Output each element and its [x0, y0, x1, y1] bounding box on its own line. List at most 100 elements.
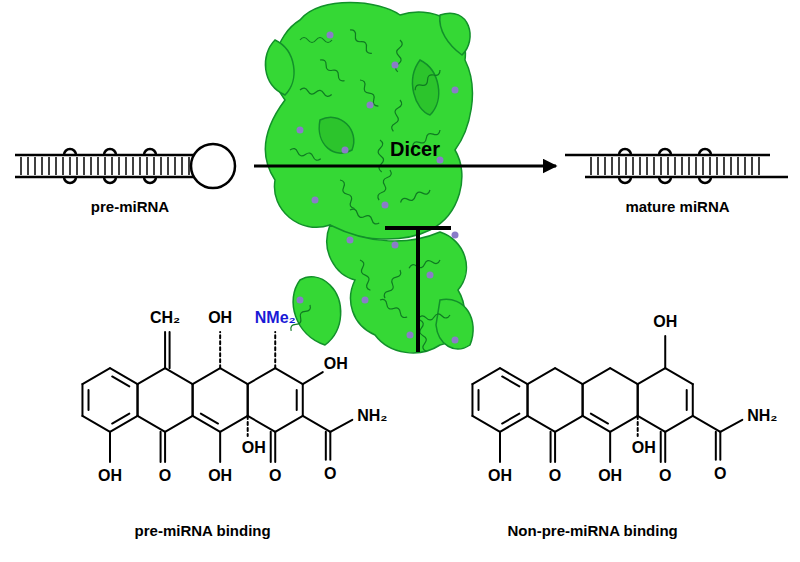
bond — [193, 416, 221, 432]
bond — [325, 432, 327, 460]
base-pair — [160, 157, 162, 175]
base-pair — [702, 157, 704, 175]
bond — [502, 376, 519, 386]
rna-node: pre-miRNA — [10, 135, 250, 215]
process-arrow — [254, 165, 556, 168]
path-stroke — [349, 208, 380, 226]
rna-node: mature miRNA — [560, 135, 795, 215]
bulge — [659, 177, 671, 183]
bond — [248, 416, 276, 432]
bond — [500, 368, 528, 384]
base-pair — [90, 157, 92, 175]
bond — [302, 384, 304, 416]
bond — [609, 432, 611, 462]
base-pair — [69, 157, 71, 175]
base-pair — [681, 157, 683, 175]
bond — [527, 384, 529, 416]
ion-dot — [342, 147, 349, 154]
bond — [220, 368, 248, 384]
dicer-protein — [265, 3, 473, 353]
bond — [110, 368, 138, 384]
bulge — [619, 177, 631, 183]
ion-dot — [382, 202, 389, 209]
base-pair — [590, 157, 592, 175]
bond — [164, 332, 166, 368]
bond — [528, 416, 556, 432]
bond — [638, 416, 666, 432]
bond — [665, 368, 693, 384]
atom-label: OH — [208, 310, 232, 326]
path-stroke — [414, 68, 442, 92]
base-pair — [188, 157, 190, 175]
bond — [160, 432, 162, 462]
shape — [385, 226, 451, 230]
shape — [319, 117, 354, 153]
ion-dot — [297, 297, 304, 304]
base-pair — [653, 157, 655, 175]
bond — [719, 432, 721, 460]
ion-dot — [367, 102, 374, 109]
rna-strand — [585, 176, 788, 179]
bond — [664, 336, 666, 368]
bond — [303, 372, 323, 384]
base-pair — [674, 157, 676, 175]
bulge — [64, 177, 76, 183]
base-pair — [751, 157, 753, 175]
bond — [219, 332, 221, 368]
base-pair — [62, 157, 64, 175]
bond — [582, 384, 584, 416]
ion-dot — [347, 237, 354, 244]
bond — [582, 384, 584, 416]
bulge — [144, 149, 156, 155]
bond — [471, 384, 473, 416]
bond — [527, 384, 529, 416]
base-pair — [27, 157, 29, 175]
base-pair — [688, 157, 690, 175]
base-pair — [695, 157, 697, 175]
base-pair — [48, 157, 50, 175]
shape — [440, 13, 470, 55]
bond — [112, 376, 129, 386]
atom-label: OH — [653, 314, 677, 330]
atom-label: NH₂ — [747, 408, 777, 424]
path-stroke — [318, 58, 346, 82]
rna-label: mature miRNA — [625, 198, 729, 215]
base-pair — [716, 157, 718, 175]
bulge — [699, 149, 711, 155]
ion-dot — [452, 87, 459, 94]
bond — [219, 432, 221, 462]
bond — [192, 384, 194, 416]
base-pair — [55, 157, 57, 175]
bulge — [699, 177, 711, 183]
rna-label: pre-miRNA — [91, 198, 169, 215]
helix-texture — [289, 28, 450, 352]
base-pair — [646, 157, 648, 175]
bond — [555, 368, 583, 384]
metal-ions — [297, 32, 459, 344]
atom-label: OH — [208, 468, 232, 484]
bond — [275, 416, 303, 432]
path-stroke — [408, 258, 440, 271]
base-pair — [153, 157, 155, 175]
ion-dot — [427, 272, 434, 279]
bulge — [64, 149, 76, 155]
atom-label: NMe₂ — [255, 310, 296, 326]
atom-label: OH — [324, 356, 348, 372]
bond — [110, 416, 138, 432]
bond — [500, 416, 528, 432]
bond — [274, 332, 276, 368]
base-pair — [76, 157, 78, 175]
atom-label: O — [714, 466, 726, 482]
bond — [248, 368, 276, 384]
rna-strand — [565, 154, 770, 157]
bond — [88, 390, 90, 410]
atom-label: OH — [98, 468, 122, 484]
base-pair — [132, 157, 134, 175]
base-pair — [41, 157, 43, 175]
bond — [303, 416, 331, 432]
base-pair — [597, 157, 599, 175]
base-pair — [167, 157, 169, 175]
bond — [610, 368, 638, 384]
shape — [265, 3, 472, 240]
enzyme-label: Dicer — [390, 138, 440, 161]
